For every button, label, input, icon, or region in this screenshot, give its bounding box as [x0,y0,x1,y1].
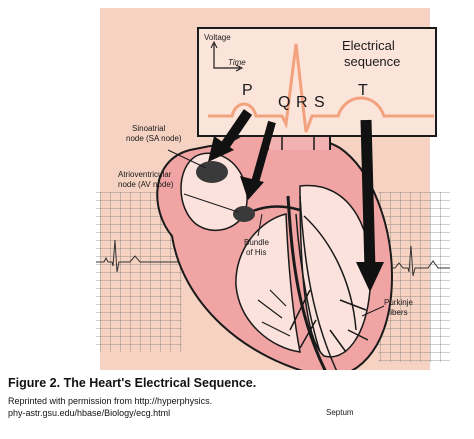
inset-title-line2: sequence [344,54,401,69]
bundle-label-line2: of His [246,248,267,257]
right-ventricle [235,213,301,353]
arrow-septum [356,119,384,292]
wave-t-label: T [358,82,368,99]
purkinje-branch-left [303,215,369,353]
inset-title-line1: Electrical [342,38,395,53]
purkinje-branch-right [289,213,321,353]
arrow-to-av-node [240,120,276,200]
purkinje-pointer [361,305,385,317]
pqrst-waveform [208,43,434,133]
bundle-label-line1: Bundle [244,238,269,247]
septum-label: Septum [326,408,354,417]
voltage-arrow-icon [210,40,218,49]
wave-s-label: S [314,94,325,111]
septum-wall [286,195,332,381]
inset-box [197,27,437,137]
arrow-to-sa-node [208,109,253,162]
av-node-pointer [183,193,239,213]
av-node [233,206,255,222]
wave-p-label: P [242,82,253,99]
time-label: Time [228,58,246,67]
caption-background [0,370,474,434]
figure-caption-line2: phy-astr.gsu.edu/hbase/Biology/ecg.html [8,408,171,418]
sa-node-label-line2: node (SA node) [126,134,182,143]
figure-caption-line1: Reprinted with permission from http://hy… [8,396,213,406]
time-arrow-icon [235,64,244,72]
left-ventricle [299,184,372,358]
purkinje-label-line1: Purkinje [384,298,413,307]
sa-node [196,161,228,183]
septum-wall-inner [299,195,341,379]
av-node-label-line1: Atrioventricular [118,170,172,179]
wave-r-label: R [296,94,308,111]
sa-node-label-line1: Sinoatrial [132,124,166,133]
inset-axes [213,44,240,69]
wave-q-label: Q [278,94,291,111]
ecg-trace-right [378,245,450,277]
bundle-pointer [257,213,263,237]
voltage-label: Voltage [204,33,231,42]
figure-caption-title: Figure 2. The Heart's Electrical Sequenc… [8,376,257,390]
sa-node-pointer [167,149,207,169]
purkinje-label-line2: fibers [388,308,408,317]
av-node-label-line2: node (AV node) [118,180,174,189]
purkinje-branch-bottom [257,289,291,337]
ecg-trace-left [96,239,182,273]
